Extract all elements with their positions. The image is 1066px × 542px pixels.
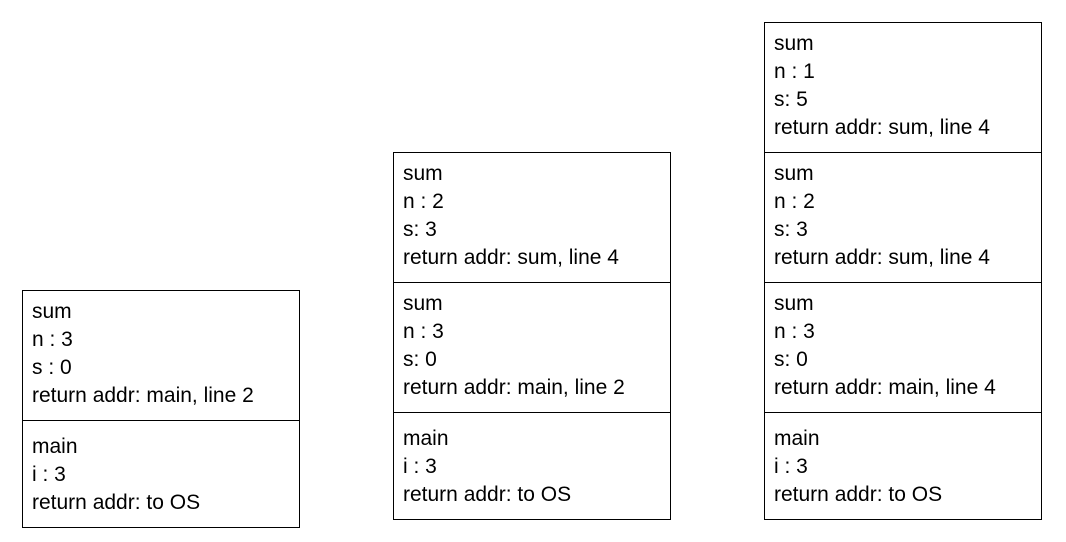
frame-function-name: sum	[774, 292, 814, 315]
frame-return-address: return addr: to OS	[774, 483, 943, 506]
frame-variable: n : 1	[774, 60, 815, 83]
frame-variable: n : 3	[32, 328, 73, 351]
stack-frame-main: main i : 3 return addr: to OS	[765, 413, 1041, 519]
frame-variable: s : 0	[32, 356, 72, 379]
stack-frame-main: main i : 3 return addr: to OS	[23, 421, 299, 527]
stack-frame-sum: sum n : 3 s: 0 return addr: main, line 4	[765, 283, 1041, 413]
frame-variable: s: 0	[774, 348, 808, 371]
frame-variable: n : 3	[403, 320, 444, 343]
frame-variable: s: 5	[774, 88, 808, 111]
frame-variable: s: 3	[403, 218, 437, 241]
frame-return-address: return addr: main, line 2	[403, 376, 625, 399]
stack-frame-sum: sum n : 2 s: 3 return addr: sum, line 4	[394, 153, 670, 283]
frame-variable: s: 3	[774, 218, 808, 241]
frame-variable: i : 3	[774, 455, 808, 478]
call-stack-2: sum n : 2 s: 3 return addr: sum, line 4 …	[393, 152, 671, 520]
frame-return-address: return addr: sum, line 4	[774, 246, 990, 269]
stack-frame-sum: sum n : 3 s: 0 return addr: main, line 2	[394, 283, 670, 413]
frame-function-name: sum	[403, 162, 443, 185]
frame-function-name: sum	[774, 32, 814, 55]
frame-variable: s: 0	[403, 348, 437, 371]
stack-frame-sum: sum n : 3 s : 0 return addr: main, line …	[23, 291, 299, 421]
frame-function-name: main	[32, 435, 78, 458]
frame-return-address: return addr: sum, line 4	[403, 246, 619, 269]
call-stack-3: sum n : 1 s: 5 return addr: sum, line 4 …	[764, 22, 1042, 520]
frame-variable: i : 3	[403, 455, 437, 478]
frame-return-address: return addr: main, line 4	[774, 376, 996, 399]
stack-frame-sum: sum n : 2 s: 3 return addr: sum, line 4	[765, 153, 1041, 283]
frame-return-address: return addr: main, line 2	[32, 384, 254, 407]
frame-variable: n : 3	[774, 320, 815, 343]
frame-return-address: return addr: to OS	[32, 491, 201, 514]
frame-variable: i : 3	[32, 463, 66, 486]
frame-return-address: return addr: sum, line 4	[774, 116, 990, 139]
stack-frame-main: main i : 3 return addr: to OS	[394, 413, 670, 519]
frame-function-name: main	[774, 427, 820, 450]
frame-variable: n : 2	[403, 190, 444, 213]
frame-function-name: sum	[32, 300, 72, 323]
frame-function-name: sum	[403, 292, 443, 315]
frame-function-name: main	[403, 427, 449, 450]
frame-function-name: sum	[774, 162, 814, 185]
call-stack-1: sum n : 3 s : 0 return addr: main, line …	[22, 290, 300, 528]
frame-variable: n : 2	[774, 190, 815, 213]
frame-return-address: return addr: to OS	[403, 483, 572, 506]
stack-frame-sum: sum n : 1 s: 5 return addr: sum, line 4	[765, 23, 1041, 153]
